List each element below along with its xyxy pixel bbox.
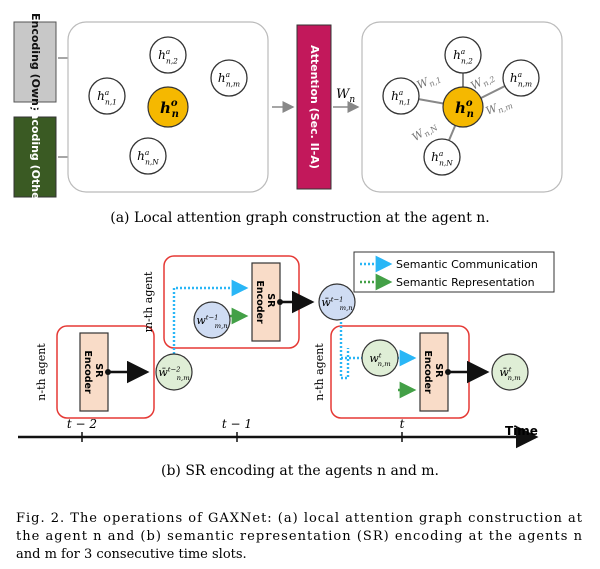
arrow-origin-dot bbox=[277, 299, 283, 305]
neighbor-node-left bbox=[149, 36, 187, 74]
encoder-sr-label: SR bbox=[93, 363, 104, 378]
svg-text:SR Encoder: SR Encoder bbox=[82, 350, 104, 394]
time-ticks: t − 2 t − 1 t bbox=[67, 417, 405, 442]
legend-comm-label: Semantic Communication bbox=[396, 258, 538, 271]
encoding-other-box bbox=[13, 116, 57, 198]
m-agent-label: m-th agent bbox=[142, 271, 155, 332]
n-agent-frame-t2 bbox=[56, 325, 155, 419]
encoder-block-t1: SR Encoder bbox=[251, 262, 281, 342]
neighbor-node-right bbox=[444, 36, 482, 74]
panel-b-caption: (b) SR encoding at the agents n and m. bbox=[161, 463, 439, 479]
encoder-sr-label: SR bbox=[265, 293, 276, 308]
semantic-comm-path-1 bbox=[172, 279, 249, 358]
arrow-origin-dot bbox=[105, 369, 111, 375]
attention-label: Attention (Sec. II-A) bbox=[308, 45, 321, 169]
semantic-node-w-m-n-t1 bbox=[193, 301, 231, 339]
semantic-node-wbar-n-m-t bbox=[491, 353, 529, 391]
center-node-left bbox=[147, 86, 189, 128]
neighbor-node-right bbox=[502, 59, 540, 97]
arrow-origin-dot bbox=[445, 369, 451, 375]
panel-a-caption: (a) Local attention graph construction a… bbox=[110, 210, 490, 226]
time-tick-label: t − 1 bbox=[222, 417, 252, 431]
neighbor-node-left bbox=[129, 137, 167, 175]
attention-output-label: Wn bbox=[336, 87, 355, 105]
fig-caption-line3: and m for 3 consecutive time slots. bbox=[16, 547, 247, 562]
semantic-node-wbar-m-n-t1 bbox=[318, 283, 356, 321]
encoding-own-label: Encoding (Own) bbox=[29, 13, 42, 111]
panel-b: Semantic Communication Semantic Represen… bbox=[18, 251, 555, 479]
n-agent-label-2: n-th agent bbox=[313, 343, 326, 401]
svg-text:SR Encoder: SR Encoder bbox=[254, 280, 276, 324]
figure-caption: Fig. 2. The operations of GAXNet: (a) lo… bbox=[16, 511, 583, 562]
legend-repr-label: Semantic Representation bbox=[396, 276, 535, 289]
neighbor-node-left bbox=[210, 59, 248, 97]
encoding-own-box bbox=[13, 21, 57, 103]
neighbor-node-left bbox=[88, 77, 126, 115]
encoder-sr-label: SR bbox=[433, 363, 444, 378]
time-tick-label: t bbox=[400, 417, 405, 431]
panel-a: Encoding (Own) Encoding (Other) hon Han … bbox=[13, 13, 563, 226]
semantic-node-wbar-n-m-t2 bbox=[155, 353, 193, 391]
encoder-label: Encoder bbox=[254, 280, 265, 324]
attention-box bbox=[296, 24, 332, 190]
svg-text:SR Encoder: SR Encoder bbox=[422, 350, 444, 394]
neighbor-node-right bbox=[423, 138, 461, 176]
encoder-block-t: SR Encoder bbox=[419, 332, 449, 412]
encoder-block-t2: SR Encoder bbox=[79, 332, 109, 412]
encoding-other-label: Encoding (Other) bbox=[29, 104, 42, 210]
time-axis-label: Time bbox=[505, 424, 538, 438]
semantic-node-w-n-m-t bbox=[361, 339, 399, 377]
encoder-label: Encoder bbox=[422, 350, 433, 394]
n-agent-label-1: n-th agent bbox=[35, 343, 48, 401]
fig-caption-line2: the agent n and (b) semantic representat… bbox=[16, 529, 583, 544]
fig-caption-line1: Fig. 2. The operations of GAXNet: (a) lo… bbox=[16, 511, 583, 526]
center-node-right bbox=[442, 86, 484, 128]
encoder-label: Encoder bbox=[82, 350, 93, 394]
time-tick-label: t − 2 bbox=[67, 417, 97, 431]
neighbor-node-right bbox=[382, 77, 420, 115]
